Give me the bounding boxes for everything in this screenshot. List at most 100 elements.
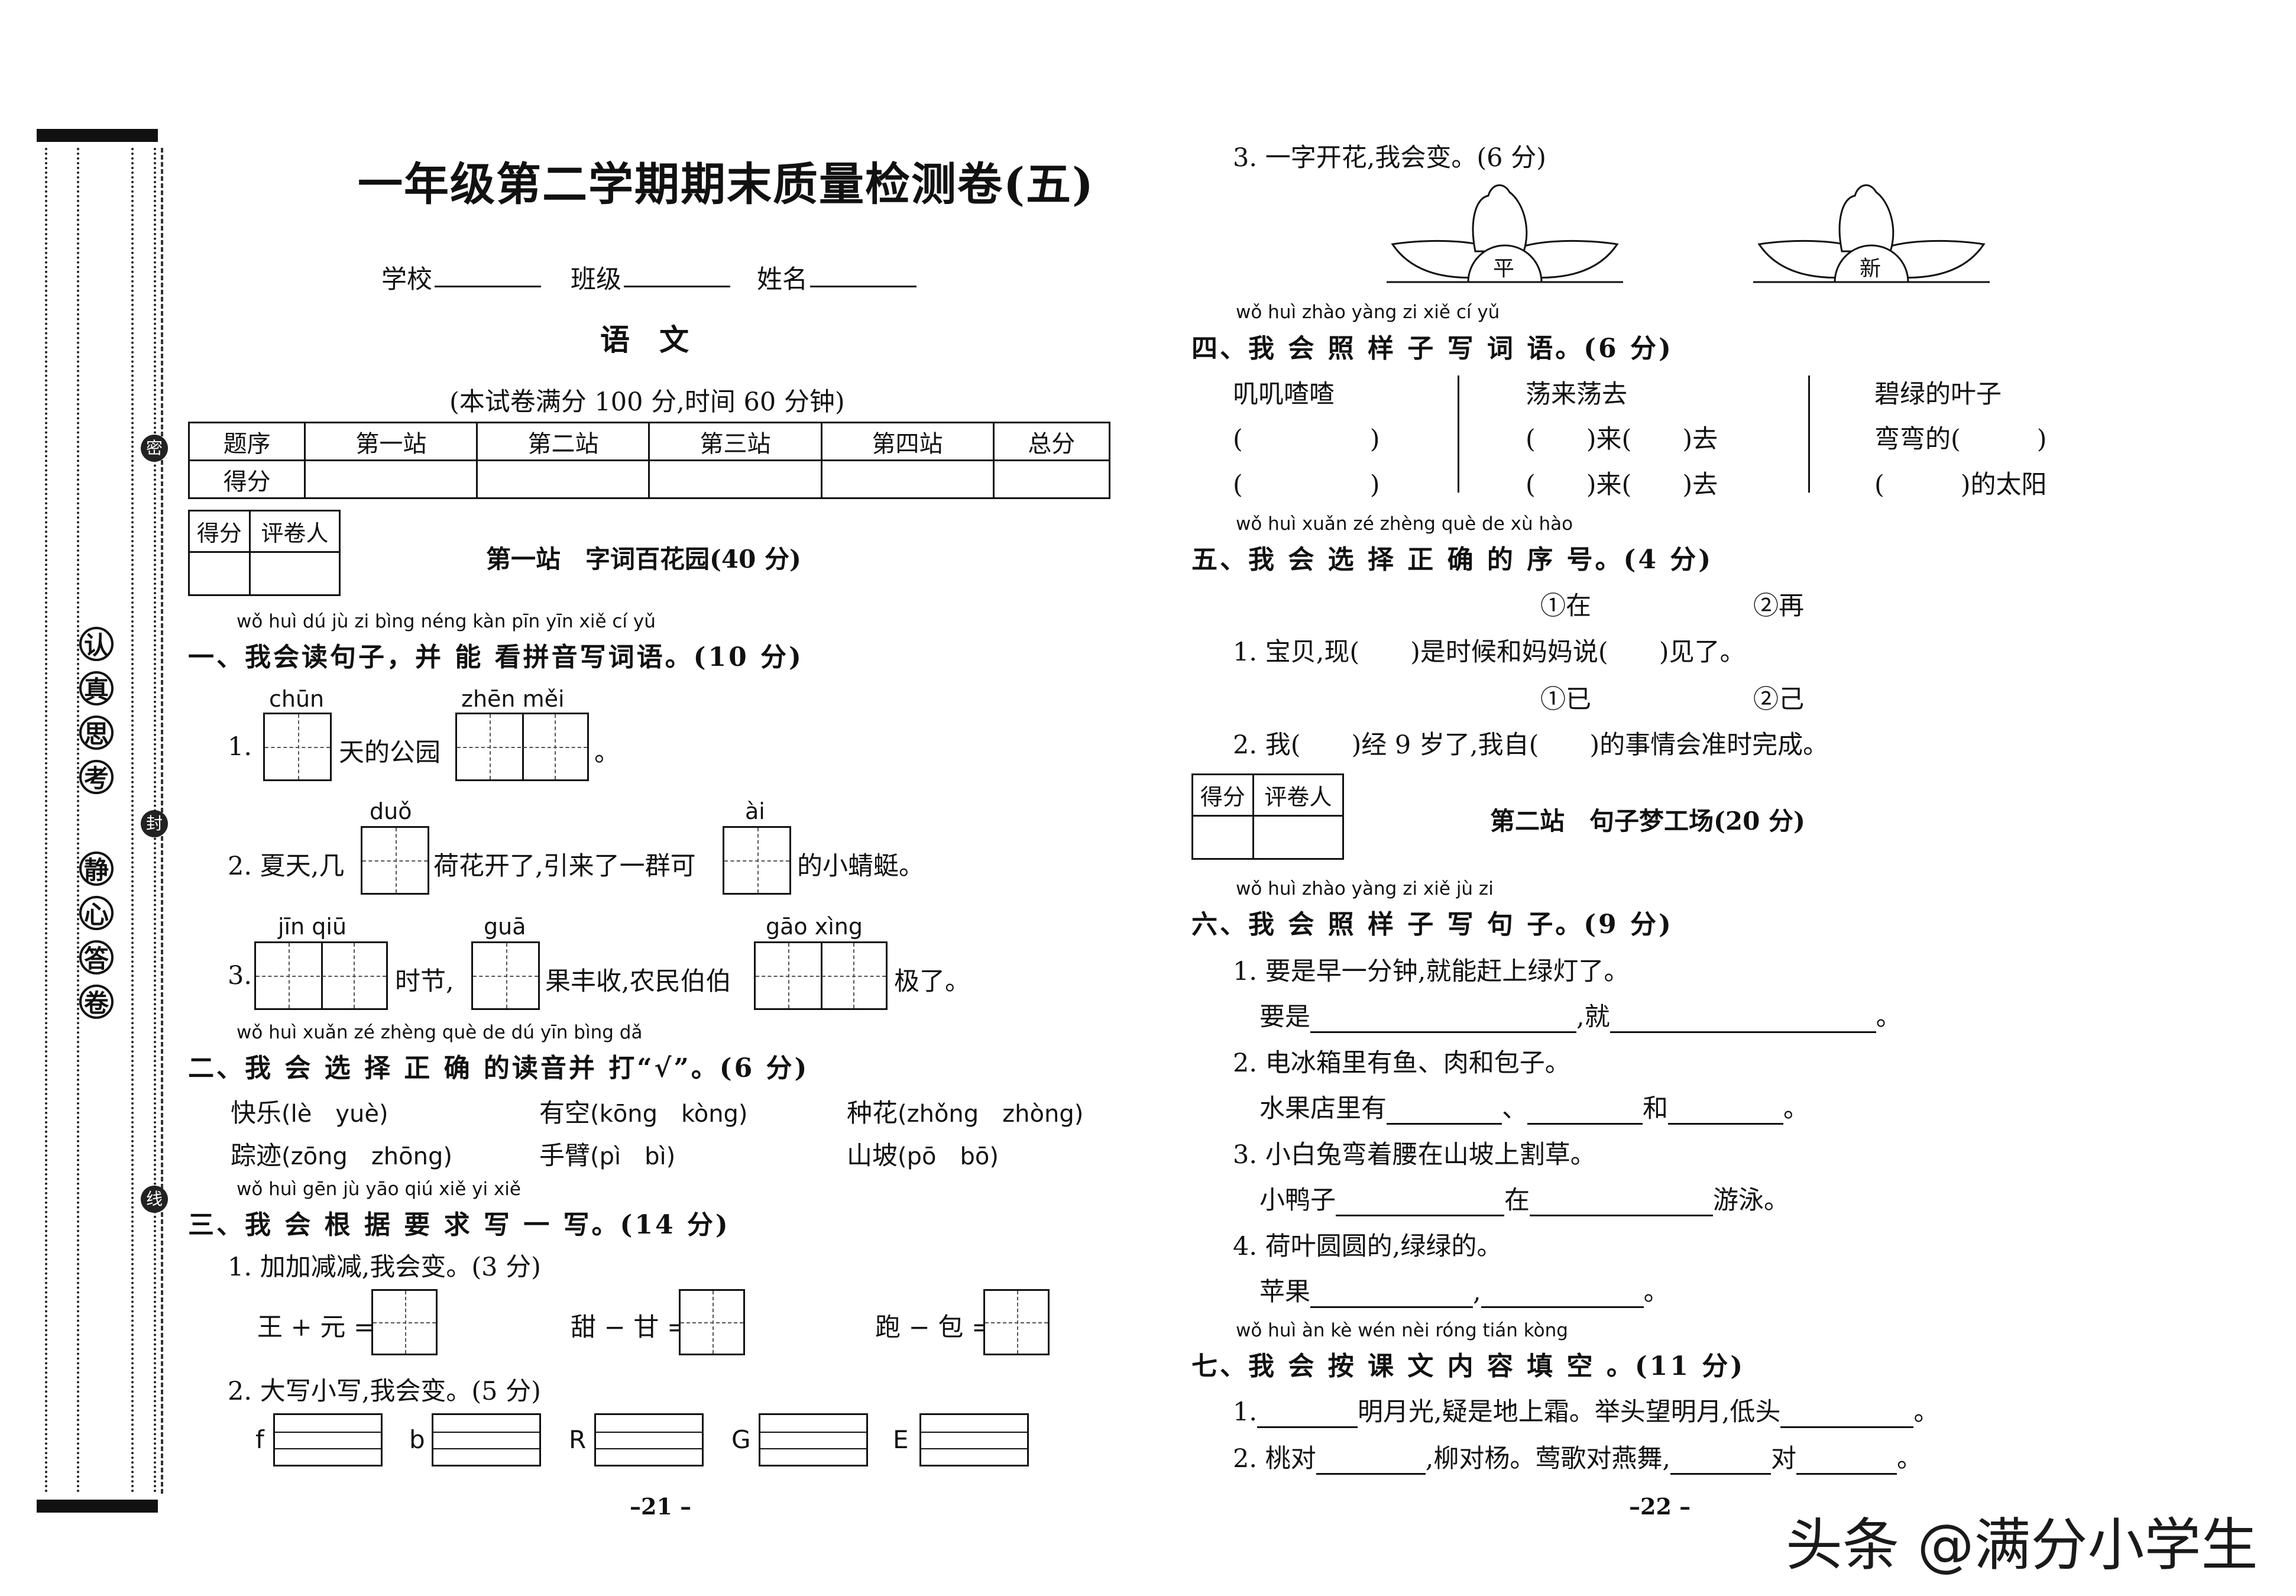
char-grid[interactable]	[455, 713, 589, 781]
char-grid[interactable]	[361, 826, 429, 895]
q1-s2-mid: 荷花开了,引来了一群可	[433, 852, 696, 881]
subject-title: 语 文	[600, 322, 689, 357]
answer-blank[interactable]	[1668, 1099, 1783, 1125]
q1-s1-num: 1.	[228, 732, 252, 762]
q1-s2-end: 的小蜻蜓。	[797, 852, 924, 881]
answer-blank[interactable]	[1527, 1099, 1643, 1125]
four-line-grid[interactable]	[432, 1413, 541, 1466]
q4-answer[interactable]: ( )来( )去	[1526, 425, 1718, 454]
table-header: 第一站	[304, 422, 478, 461]
binding-char: 答	[79, 940, 114, 975]
score-cell[interactable]	[476, 459, 650, 499]
four-line-grid[interactable]	[594, 1413, 704, 1466]
grader-cell[interactable]	[248, 551, 341, 596]
score-cell[interactable]	[820, 459, 995, 499]
q2-item[interactable]: 种花(zhǒng zhòng)	[847, 1093, 1083, 1129]
answer-blank[interactable]	[1481, 1283, 1644, 1308]
answer-blank[interactable]	[1257, 1403, 1358, 1428]
q1-pinyin: wǒ huì dú jù zi bìng néng kàn pīn yīn xi…	[237, 611, 656, 632]
answer-blank[interactable]	[1796, 1449, 1897, 1475]
q5-pinyin: wǒ huì xuǎn zé zhèng què de xù hào	[1236, 513, 1573, 535]
answer-blank[interactable]	[1530, 1191, 1713, 1216]
q2-item[interactable]: 有空(kōng kòng)	[539, 1093, 748, 1129]
char-grid[interactable]	[679, 1289, 745, 1355]
page-title: 一年级第二学期期末质量检测卷(五)	[358, 158, 1094, 211]
q7-text: 。	[1913, 1397, 1939, 1427]
q4-answer[interactable]: 弯弯的( )	[1874, 425, 2047, 454]
school-blank[interactable]	[435, 286, 541, 287]
q2-word: 快乐	[231, 1099, 281, 1128]
answer-blank[interactable]	[1310, 1008, 1576, 1033]
score-cell[interactable]	[992, 459, 1111, 499]
q4-answer[interactable]: ( )来( )去	[1526, 470, 1718, 500]
q7-title: 七、我 会 按 课 文 内 容 填 空 。(11 分)	[1191, 1351, 1746, 1381]
grader-cell[interactable]	[1252, 815, 1345, 860]
q4-pinyin: wǒ huì zhào yàng zi xiě cí yǔ	[1236, 302, 1500, 323]
q4-example: 碧绿的叶子	[1874, 380, 2002, 409]
q6-example: 3. 小白兔弯着腰在山坡上割草。	[1233, 1140, 1596, 1170]
char-grid[interactable]	[263, 713, 332, 781]
q1-s3-num: 3.	[228, 961, 252, 990]
q2-options[interactable]: (zōng zhōng)	[281, 1143, 452, 1170]
four-line-grid[interactable]	[759, 1413, 868, 1466]
char-grid[interactable]	[723, 826, 791, 895]
answer-blank[interactable]	[1610, 1008, 1876, 1033]
q7-line: 2. 桃对,柳对杨。莺歌对燕舞,对。	[1233, 1438, 1922, 1475]
q2-options[interactable]: (zhǒng zhòng)	[898, 1100, 1084, 1128]
name-blank[interactable]	[810, 286, 917, 287]
q5-sentence[interactable]: 2. 我( )经 9 岁了,我自( )的事情会准时完成。	[1233, 730, 1829, 760]
q7-text: 对	[1771, 1444, 1797, 1474]
q2-options[interactable]: (pì bì)	[590, 1143, 676, 1170]
class-blank[interactable]	[624, 286, 730, 287]
q6-answer-line: 水果店里有、和。	[1259, 1088, 1809, 1125]
q2-options[interactable]: (lè yuè)	[281, 1100, 388, 1128]
q1-s3-mid2: 果丰收,农民伯伯	[545, 967, 731, 996]
q3-pinyin: wǒ huì gēn jù yāo qiú xiě yi xiě	[237, 1179, 521, 1200]
answer-blank[interactable]	[1336, 1191, 1504, 1216]
answer-blank[interactable]	[1310, 1283, 1473, 1308]
q6-text: 在	[1504, 1186, 1530, 1215]
grader-box: 得分评卷人	[188, 510, 341, 596]
char-grid[interactable]	[983, 1289, 1050, 1355]
q7-text: 明月光,疑是地上霜。举头望明月,低头	[1358, 1397, 1781, 1427]
char-grid[interactable]	[754, 941, 888, 1010]
q7-line: 1.明月光,疑是地上霜。举头望明月,低头。	[1233, 1391, 1939, 1428]
q4-answer[interactable]: ( )	[1233, 470, 1380, 500]
four-line-grid[interactable]	[919, 1413, 1029, 1466]
q4-example: 叽叽喳喳	[1233, 380, 1335, 409]
answer-blank[interactable]	[1670, 1449, 1772, 1475]
q2-item[interactable]: 手臂(pì bì)	[539, 1135, 675, 1172]
q5-sentence[interactable]: 1. 宝贝,现( )是时候和妈妈说( )见了。	[1233, 637, 1746, 667]
flower-icon	[1753, 184, 1990, 283]
q2-title: 二、我 会 选 择 正 确 的读音并 打“√”。(6 分)	[188, 1053, 809, 1083]
table-row-label: 得分	[187, 459, 306, 499]
answer-blank[interactable]	[1387, 1099, 1502, 1125]
q4-answer[interactable]: ( )	[1233, 425, 1380, 454]
grader-score-cell[interactable]	[1191, 815, 1254, 860]
q2-item[interactable]: 山坡(pō bō)	[847, 1135, 999, 1172]
char-grid[interactable]	[471, 941, 540, 1010]
q2-item[interactable]: 快乐(lè yuè)	[231, 1093, 388, 1129]
flower-icon	[1387, 184, 1623, 283]
class-label: 班级	[571, 265, 621, 294]
q4-answer[interactable]: ( )的太阳	[1874, 470, 2047, 500]
q6-text: 苹果	[1259, 1277, 1310, 1307]
answer-blank[interactable]	[1780, 1403, 1914, 1428]
char-grid[interactable]	[371, 1289, 438, 1355]
q6-text: 水果店里有	[1259, 1094, 1387, 1124]
four-line-grid[interactable]	[273, 1413, 383, 1466]
char-grid[interactable]	[254, 941, 388, 1010]
q3-letter: f	[255, 1425, 264, 1454]
q2-options[interactable]: (kōng kòng)	[590, 1100, 748, 1128]
score-cell[interactable]	[648, 459, 822, 499]
q6-text: 。	[1783, 1094, 1809, 1124]
q1-s2-pinyin-2: ài	[745, 798, 765, 824]
q2-item[interactable]: 踪迹(zōng zhōng)	[231, 1135, 452, 1172]
q2-options[interactable]: (pō bō)	[898, 1143, 999, 1170]
score-cell[interactable]	[304, 459, 478, 499]
q5-option: ①在	[1540, 591, 1591, 621]
q7-text: ,柳对杨。莺歌对燕舞,	[1425, 1444, 1671, 1474]
answer-blank[interactable]	[1316, 1449, 1426, 1475]
grader-score-cell[interactable]	[188, 551, 251, 596]
q7-text: 。	[1897, 1444, 1923, 1474]
